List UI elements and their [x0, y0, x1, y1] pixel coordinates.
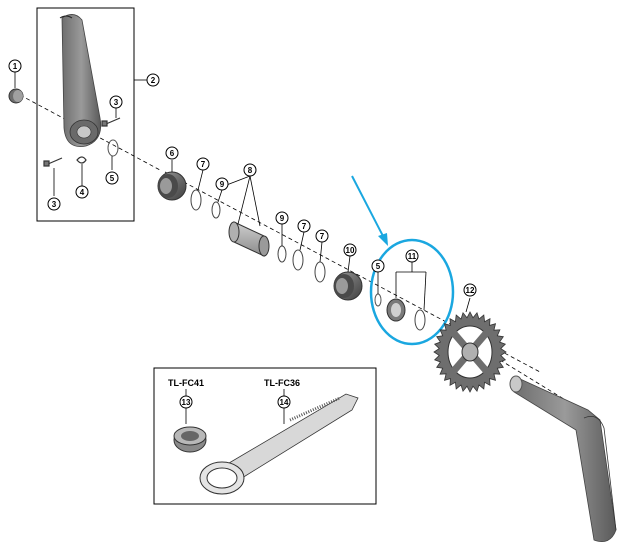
- callout-number: 5: [376, 262, 381, 271]
- tool-label-tl-fc36: TL-FC36: [264, 378, 300, 388]
- spacer-washer-part-11: [386, 298, 426, 331]
- spacer-ring-d: [292, 249, 304, 271]
- crank-arm-group-frame: [36, 7, 135, 222]
- callout-circle: [405, 249, 419, 263]
- callout-circle: [343, 243, 357, 257]
- callout-circle: [243, 163, 257, 177]
- o-ring-left: [107, 139, 119, 157]
- callout-circle: [463, 283, 477, 297]
- callout-c7c: 7: [315, 229, 329, 243]
- callout-c3a: 3: [109, 95, 123, 109]
- bearing-cup-left: [157, 171, 187, 201]
- callout-number: 11: [408, 252, 417, 261]
- safety-plate: [76, 156, 87, 164]
- callout-c7b: 7: [297, 219, 311, 233]
- callout-c3b: 3: [47, 197, 61, 211]
- inner-cover-sleeve: [228, 221, 270, 257]
- pinch-bolts: [43, 117, 121, 167]
- chainring: [433, 311, 507, 393]
- callout-circle: [215, 177, 229, 191]
- callout-circle: [8, 59, 22, 73]
- tool-tl-fc36: [199, 393, 359, 495]
- callout-circle: [275, 211, 289, 225]
- o-ring-right: [374, 293, 382, 307]
- left-crank-arm: [59, 14, 102, 147]
- callout-c7a: 7: [196, 157, 210, 171]
- callout-circle: [47, 197, 61, 211]
- bearing-cup-right: [333, 271, 363, 301]
- crank-cap: [8, 88, 24, 104]
- callout-number: 3: [52, 200, 57, 209]
- callout-number: 10: [346, 246, 355, 255]
- callout-circle: [109, 95, 123, 109]
- callout-c9a: 9: [215, 177, 229, 191]
- spacer-ring-a: [190, 189, 202, 211]
- right-crank-arm: [509, 375, 617, 543]
- callout-number: 4: [80, 188, 85, 197]
- callout-circle: [371, 259, 385, 273]
- tools-frame: [153, 367, 377, 505]
- callout-number: 9: [220, 180, 225, 189]
- axis-lines: [19, 94, 591, 416]
- highlight-arrow: [351, 175, 388, 246]
- callout-c5a: 5: [105, 171, 119, 185]
- callout-number: 7: [302, 222, 307, 231]
- leader-lines: [14, 72, 471, 313]
- callout-circle: [179, 395, 193, 409]
- callout-number: 9: [280, 214, 285, 223]
- callout-c11: 11: [405, 249, 419, 263]
- callout-c12: 12: [463, 283, 477, 297]
- callout-c8: 8: [243, 163, 257, 177]
- callout-circle: [196, 157, 210, 171]
- callout-number: 8: [248, 166, 253, 175]
- callout-circle: [75, 185, 89, 199]
- callout-number: 5: [110, 174, 115, 183]
- callout-number: 2: [151, 76, 156, 85]
- tool-label-tl-fc41: TL-FC41: [168, 378, 204, 388]
- callout-c5b: 5: [371, 259, 385, 273]
- callout-number: 7: [320, 232, 325, 241]
- spacer-ring-b: [211, 201, 221, 219]
- callout-number: 7: [201, 160, 206, 169]
- callout-c6: 6: [165, 146, 179, 160]
- callout-c1: 1: [8, 59, 22, 73]
- tool-tl-fc41: [173, 426, 207, 453]
- callout-number: 14: [280, 398, 289, 407]
- callout-c9b: 9: [275, 211, 289, 225]
- spacer-ring-c: [277, 245, 287, 263]
- callout-c10: 10: [343, 243, 357, 257]
- callout-circle: [165, 146, 179, 160]
- callout-number: 3: [114, 98, 119, 107]
- callout-circle: [315, 229, 329, 243]
- callout-c4: 4: [75, 185, 89, 199]
- callout-c13: 13: [179, 395, 193, 409]
- callout-number: 1: [13, 62, 18, 71]
- callout-circle: [297, 219, 311, 233]
- callout-number: 12: [466, 286, 475, 295]
- callout-circle: [105, 171, 119, 185]
- callout-number: 13: [182, 398, 191, 407]
- highlight-circle: [369, 238, 455, 346]
- callout-circle: [146, 73, 160, 87]
- callout-c14: 14: [277, 395, 291, 409]
- callout-number: 6: [170, 149, 175, 158]
- callout-circle: [277, 395, 291, 409]
- callout-c2: 2: [146, 73, 160, 87]
- spacer-ring-e: [314, 261, 326, 283]
